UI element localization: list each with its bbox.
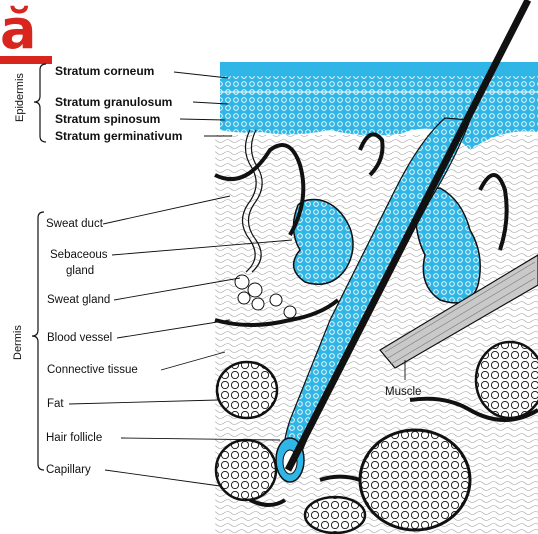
label-connective-tissue: Connective tissue <box>47 363 138 377</box>
label-hair-follicle: Hair follicle <box>46 431 102 445</box>
label-sweat-gland: Sweat gland <box>47 293 110 307</box>
label-stratum-granulosum: Stratum granulosum <box>55 95 172 109</box>
label-stratum-spinosum: Stratum spinosum <box>55 112 160 126</box>
label-sebaceous-1: Sebaceous <box>50 248 108 262</box>
label-fat: Fat <box>47 397 64 411</box>
epidermis-label: Epidermis <box>14 73 26 122</box>
label-sebaceous-2: gland <box>66 264 94 278</box>
label-muscle: Muscle <box>385 385 421 399</box>
epidermis-bracket <box>34 64 46 142</box>
label-stratum-corneum: Stratum corneum <box>55 64 154 78</box>
dermis-label: Dermis <box>12 325 24 360</box>
label-sweat-duct: Sweat duct <box>46 217 103 231</box>
label-capillary: Capillary <box>46 463 91 477</box>
dermis-bracket <box>32 212 44 470</box>
label-blood-vessel: Blood vessel <box>47 331 112 345</box>
label-stratum-germinativum: Stratum germinativum <box>55 129 182 143</box>
